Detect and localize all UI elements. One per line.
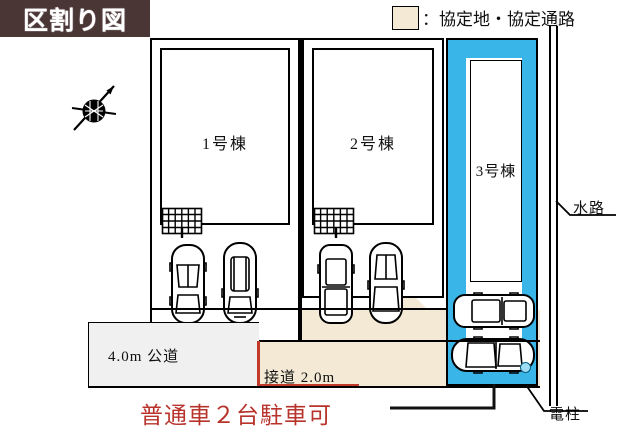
plot-3-highlight-bottom [446,372,538,386]
plot-2-house-footprint [312,48,434,225]
site-lower-boundary-line [150,308,446,310]
parking-note: 普通車２台駐車可 [140,403,332,429]
plot-2-label: 2号棟 [349,136,396,153]
frontage-road-label: 接道 2.0m [264,370,336,386]
plot-1-deck-grid [161,207,203,238]
plot-3-house-footprint [470,60,522,282]
waterway-line-inner [549,26,551,406]
plot-2-car-2 [367,241,405,325]
plot-1-label: 1号棟 [201,136,248,153]
parking-note-leader-line [390,384,510,418]
plot-3-highlight-inner-left [460,52,466,372]
plot-divider-1-2 [300,38,302,342]
legend-swatch-agreement-land [392,5,419,30]
page-title: 区割り図 [22,5,127,35]
plot-1-car-1 [169,243,207,325]
public-road-area [88,322,259,388]
page-title-banner: 区割り図 [0,0,150,37]
plot-3-car-2 [450,336,536,374]
frontage-red-marker [257,341,260,386]
site-plan: 1号棟 [150,38,540,386]
utility-pole-marker-icon [520,362,531,373]
legend-label: ：協定地・協定通路 [422,10,575,29]
plot-3-boundary[interactable] [446,38,538,386]
legend: ：協定地・協定通路 [392,5,575,30]
plot-3-highlight-top [446,38,538,52]
plan-bottom-boundary [88,386,540,388]
plot-3-label: 3号棟 [475,164,517,180]
utility-pole-leader-line [525,384,588,419]
plot-3-highlight-inner-top [460,52,522,58]
north-arrow-icon [62,78,126,142]
plot-2-deck-grid [313,207,355,238]
waterway-leader-line [555,197,616,221]
agreement-divider-line [258,340,540,342]
waterway-line-outer [556,26,558,406]
plot-1-car-2 [221,241,259,325]
plot-3-car-1 [452,292,536,330]
site-bottom-red-marker [257,384,359,387]
plot-2-car-1 [317,243,355,325]
public-road-label: 4.0m 公道 [108,349,180,365]
waterway-label: 水路 [573,201,606,217]
plot-1-house-footprint [160,48,290,225]
